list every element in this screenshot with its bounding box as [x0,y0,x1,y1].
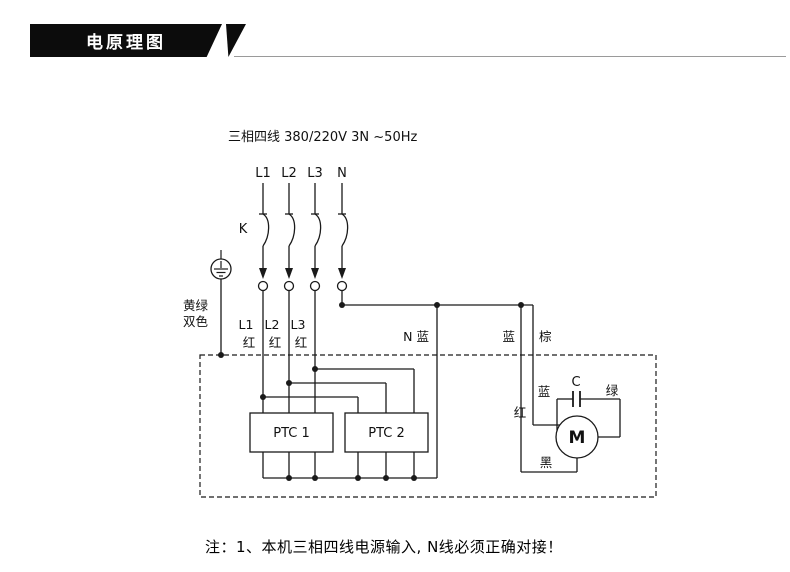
footnote: 注：1、本机三相四线电源输入, N线必须正确对接！ [205,538,563,556]
wire-label-l1: L1 [239,317,254,332]
ptc-common-bus [262,452,437,481]
ptc1-block: PTC 1 [249,412,334,453]
label-L2: L2 [281,166,297,181]
phase-wire-color-labels: L1 红 L2 红 L3 红 [239,317,308,350]
motor-symbol: M 红 黑 [514,405,599,473]
motor-lead-black-label: 黑 [540,455,553,470]
ptc-feed-wires [260,290,415,413]
earth-ground-icon: 黄绿 双色 [183,250,232,358]
ground-wire-label-1: 黄绿 [183,298,209,313]
label-N: N [337,166,347,181]
enclosure-dashed-box [199,354,657,498]
wire-label-l3: L3 [291,317,306,332]
wire-color-l2: 红 [269,335,282,350]
capacitor-label: C [571,375,580,390]
wire-color-l1: 红 [243,335,256,350]
label-L1: L1 [255,166,271,181]
wire-label-n-blue: N 蓝 [403,329,429,344]
banner-underline [234,56,786,57]
ptc2-label: PTC 2 [368,426,405,441]
neutral-wires: N 蓝 蓝 棕 [339,290,552,478]
motor-lead-red-label: 红 [514,405,527,420]
wire-label-brown: 棕 [539,329,552,344]
wire-label-blue: 蓝 [502,329,515,344]
ptc1-label: PTC 1 [273,426,310,441]
motor-label: M [569,428,586,448]
switch-k-label: K [239,222,248,237]
section-banner: 电原理图 [30,24,222,57]
ptc2-block: PTC 2 [344,412,429,453]
wire-label-l2: L2 [265,317,280,332]
capacitor-symbol: C 蓝 绿 [538,375,621,438]
switch-k-poles: K [239,183,349,292]
label-L3: L3 [307,166,323,181]
capacitor-blue-label: 蓝 [538,384,551,399]
supply-spec-label: 三相四线 380/220V 3N ~50Hz [228,130,418,145]
phase-terminal-labels: L1 L2 L3 N [255,166,347,181]
section-title: 电原理图 [86,33,166,53]
wire-color-l3: 红 [295,335,308,350]
capacitor-green-label: 绿 [606,383,619,398]
ground-wire-label-2: 双色 [183,314,209,329]
